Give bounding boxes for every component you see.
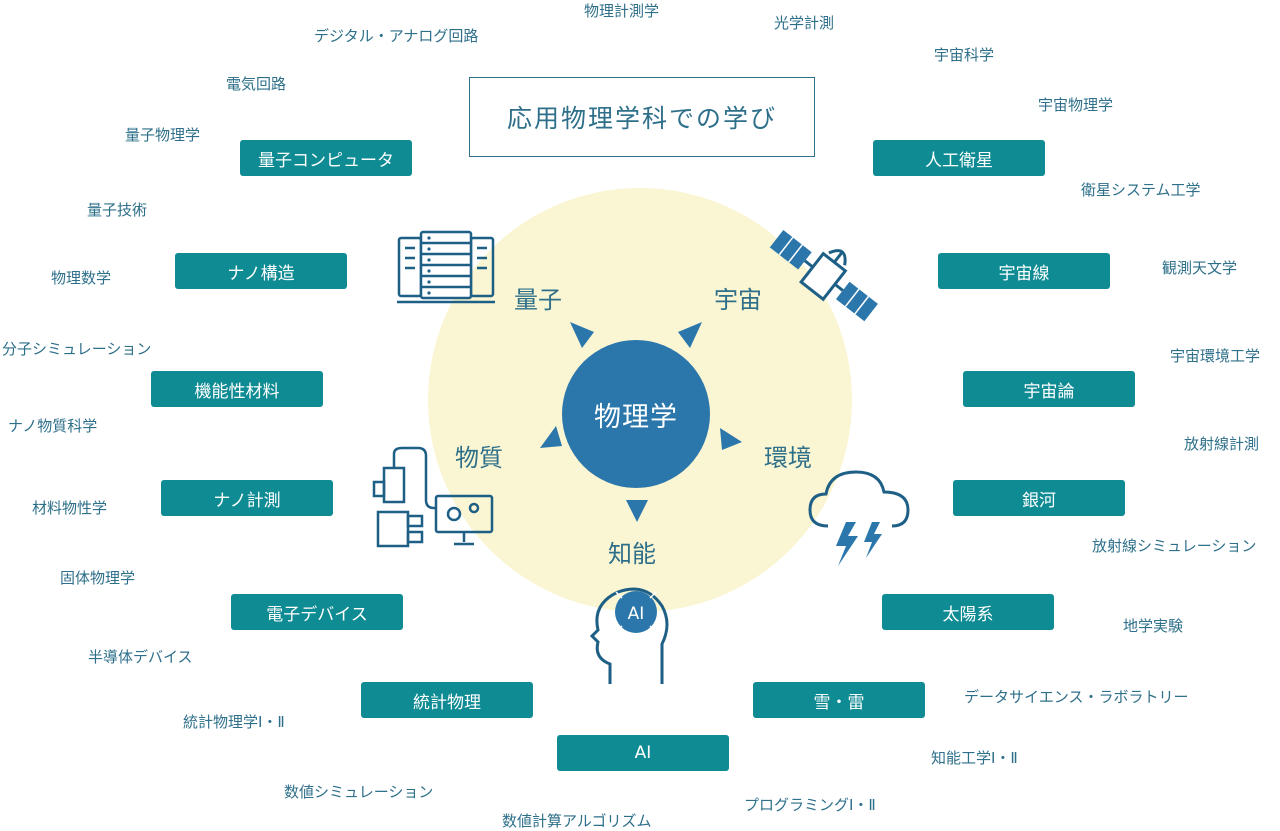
thunder-cloud-icon <box>808 470 910 566</box>
course-label: 数値シミュレーション <box>284 783 434 801</box>
field-environment: 環境 <box>764 444 812 472</box>
arrow-intelligence <box>626 500 648 522</box>
satellite-icon <box>769 230 878 322</box>
topic-satellite: 人工衛星 <box>873 140 1045 176</box>
arrow-environment <box>720 428 742 450</box>
topic-cosmic-rays: 宇宙線 <box>938 253 1110 289</box>
course-label: 固体物理学 <box>60 569 136 587</box>
course-label: 宇宙科学 <box>934 46 995 64</box>
ai-head-icon: AI <box>589 587 669 684</box>
course-label: 統計物理学Ⅰ・Ⅱ <box>183 713 285 731</box>
topic-ai: AI <box>557 735 729 771</box>
course-label: 電気回路 <box>226 75 287 93</box>
server-rack-icon <box>397 230 495 304</box>
course-label: 物理数学 <box>51 269 112 287</box>
course-label: 量子技術 <box>87 201 148 219</box>
topic-snow-thunder: 雪・雷 <box>753 682 925 718</box>
topic-quantum-computer: 量子コンピュータ <box>240 140 412 176</box>
course-label: 半導体デバイス <box>88 648 193 666</box>
arrows <box>540 322 742 522</box>
course-label: 観測天文学 <box>1162 259 1238 277</box>
course-label: データサイエンス・ラボラトリー <box>964 688 1189 706</box>
course-label: 宇宙物理学 <box>1038 96 1114 114</box>
course-label: デジタル・アナログ回路 <box>314 27 479 45</box>
lab-instrument-icon <box>372 446 494 548</box>
topic-nano-structure: ナノ構造 <box>175 253 347 289</box>
course-label: 分子シミュレーション <box>2 340 152 358</box>
topic-solar-system: 太陽系 <box>882 594 1054 630</box>
field-quantum: 量子 <box>514 286 562 314</box>
course-label: 宇宙環境工学 <box>1170 347 1261 365</box>
topic-galaxy: 銀河 <box>953 480 1125 516</box>
course-label: 地学実験 <box>1123 617 1184 635</box>
topic-cosmology: 宇宙論 <box>963 371 1135 407</box>
course-label: プログラミングⅠ・Ⅱ <box>744 796 876 814</box>
topic-functional-materials: 機能性材料 <box>151 371 323 407</box>
topic-electronic-devices: 電子デバイス <box>231 594 403 630</box>
course-label: ナノ物質科学 <box>8 417 98 435</box>
course-label: 光学計測 <box>774 14 835 32</box>
field-intelligence: 知能 <box>608 540 656 568</box>
topic-nano-measurement: ナノ計測 <box>161 480 333 516</box>
page-title: 応用物理学科での学び <box>469 77 815 157</box>
field-matter: 物質 <box>455 444 503 472</box>
field-space: 宇宙 <box>714 286 762 314</box>
ai-chip-label: AI <box>628 604 645 624</box>
course-label: 放射線シミュレーション <box>1092 537 1257 555</box>
arrow-quantum <box>570 322 594 348</box>
arrow-matter <box>540 426 562 448</box>
topic-statistical-physics: 統計物理 <box>361 682 533 718</box>
arrow-space <box>678 322 702 348</box>
course-label: 材料物性学 <box>32 499 108 517</box>
course-label: 量子物理学 <box>125 126 201 144</box>
course-label: 知能工学Ⅰ・Ⅱ <box>931 749 1018 767</box>
core-physics-circle: 物理学 <box>562 340 710 488</box>
course-label: 数値計算アルゴリズム <box>502 812 652 830</box>
course-label: 物理計測学 <box>584 2 660 20</box>
course-label: 放射線計測 <box>1184 435 1260 453</box>
course-label: 衛星システム工学 <box>1081 181 1201 199</box>
